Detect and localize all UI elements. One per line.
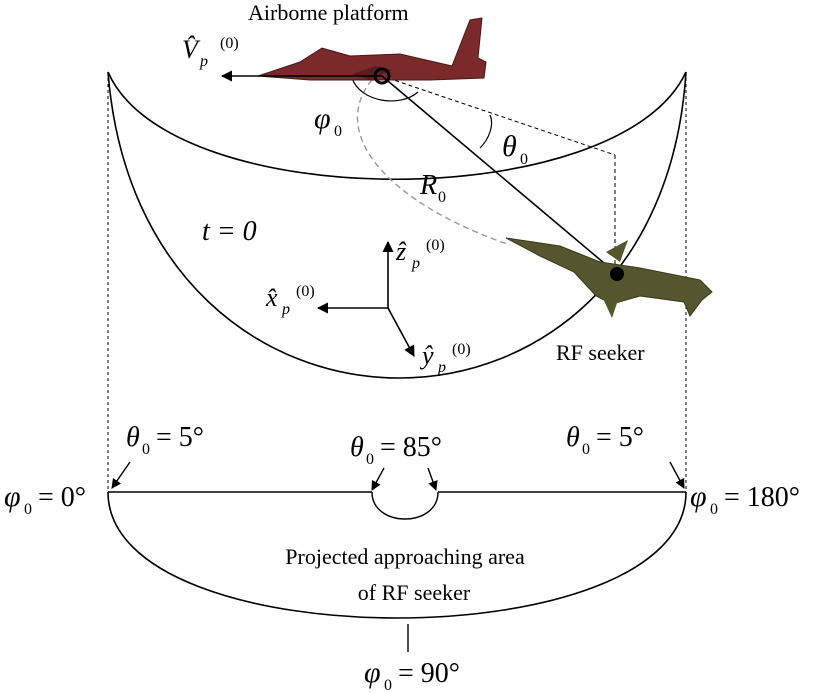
theta-left-arrow [111, 461, 131, 489]
phi-right-label: φ 0 = 180° [690, 480, 800, 518]
svg-text:(0): (0) [452, 341, 471, 358]
svg-text:V̂: V̂ [182, 35, 201, 64]
theta-right-label: θ 0 = 5° [566, 422, 644, 458]
velocity-label: V̂ p (0) [182, 35, 239, 70]
phi-angle-arc [351, 77, 419, 102]
svg-text:= 5°: = 5° [156, 422, 204, 453]
theta-mid-right-arrow [427, 467, 438, 491]
svg-text:ŷ: ŷ [419, 341, 434, 370]
svg-text:0: 0 [24, 501, 32, 518]
y-axis-label: ŷ p (0) [419, 341, 471, 376]
range-label: R 0 [419, 170, 446, 206]
svg-text:= 0°: = 0° [38, 482, 86, 513]
svg-text:0: 0 [520, 151, 528, 168]
aircraft-icon [257, 17, 487, 81]
svg-text:(0): (0) [296, 283, 315, 300]
projected-area-label-line1: Projected approaching area [285, 544, 525, 569]
theta0-top-label: θ 0 [502, 130, 528, 168]
phi-bottom-label: φ 0 = 90° [364, 656, 460, 693]
svg-text:R: R [419, 170, 437, 201]
z-axis-label: ẑ p (0) [395, 237, 445, 272]
theta-angle-arc [479, 114, 493, 149]
svg-text:φ: φ [364, 656, 381, 689]
seeker-center-marker [610, 267, 624, 281]
svg-text:x̂: x̂ [265, 283, 278, 312]
svg-text:0: 0 [710, 501, 718, 518]
theta-mid-label: θ 0 = 85° [350, 432, 442, 468]
projected-area-label-line2: of RF seeker [358, 580, 471, 605]
y-axis-arrow [387, 307, 415, 357]
theta-mid-left-arrow [371, 467, 385, 491]
platform-label: Airborne platform [248, 0, 409, 25]
svg-text:φ: φ [314, 102, 331, 135]
svg-text:= 85°: = 85° [380, 432, 442, 463]
seeker-label: RF seeker [556, 340, 645, 365]
projection-inner-arc [371, 491, 439, 520]
horizontal-projection-line [381, 75, 616, 156]
svg-text:= 180°: = 180° [724, 482, 800, 513]
range-line [381, 75, 618, 275]
svg-text:= 5°: = 5° [596, 422, 644, 453]
svg-text:θ: θ [566, 422, 580, 453]
platform-center-marker [373, 67, 391, 85]
bowl-top-rim [107, 71, 687, 181]
svg-text:0: 0 [438, 189, 446, 206]
phi0-top-label: φ 0 [314, 102, 342, 140]
phi-left-label: φ 0 = 0° [4, 480, 86, 518]
svg-text:ẑ: ẑ [395, 237, 407, 266]
svg-text:θ: θ [350, 432, 364, 463]
time-label: t = 0 [202, 216, 257, 247]
svg-text:φ: φ [690, 480, 707, 513]
svg-text:φ: φ [4, 480, 21, 513]
missile-icon [505, 237, 713, 318]
svg-text:p: p [437, 359, 446, 376]
svg-text:p: p [411, 255, 420, 272]
svg-text:0: 0 [142, 441, 150, 458]
theta-right-arrow [669, 461, 685, 489]
svg-text:θ: θ [126, 422, 140, 453]
projection-outer-arc [107, 491, 687, 619]
x-axis-label: x̂ p (0) [265, 283, 315, 318]
svg-text:(0): (0) [220, 35, 239, 52]
svg-text:p: p [281, 301, 290, 318]
svg-text:(0): (0) [426, 237, 445, 254]
svg-text:p: p [199, 53, 208, 70]
svg-text:0: 0 [384, 677, 392, 693]
svg-text:0: 0 [582, 441, 590, 458]
svg-text:θ: θ [502, 130, 517, 163]
phi-dashed-arc [356, 79, 511, 246]
theta-left-label: θ 0 = 5° [126, 422, 204, 458]
svg-text:= 90°: = 90° [398, 658, 460, 689]
svg-text:0: 0 [366, 451, 374, 468]
bowl-bottom-arc [107, 71, 687, 379]
svg-text:0: 0 [334, 123, 342, 140]
